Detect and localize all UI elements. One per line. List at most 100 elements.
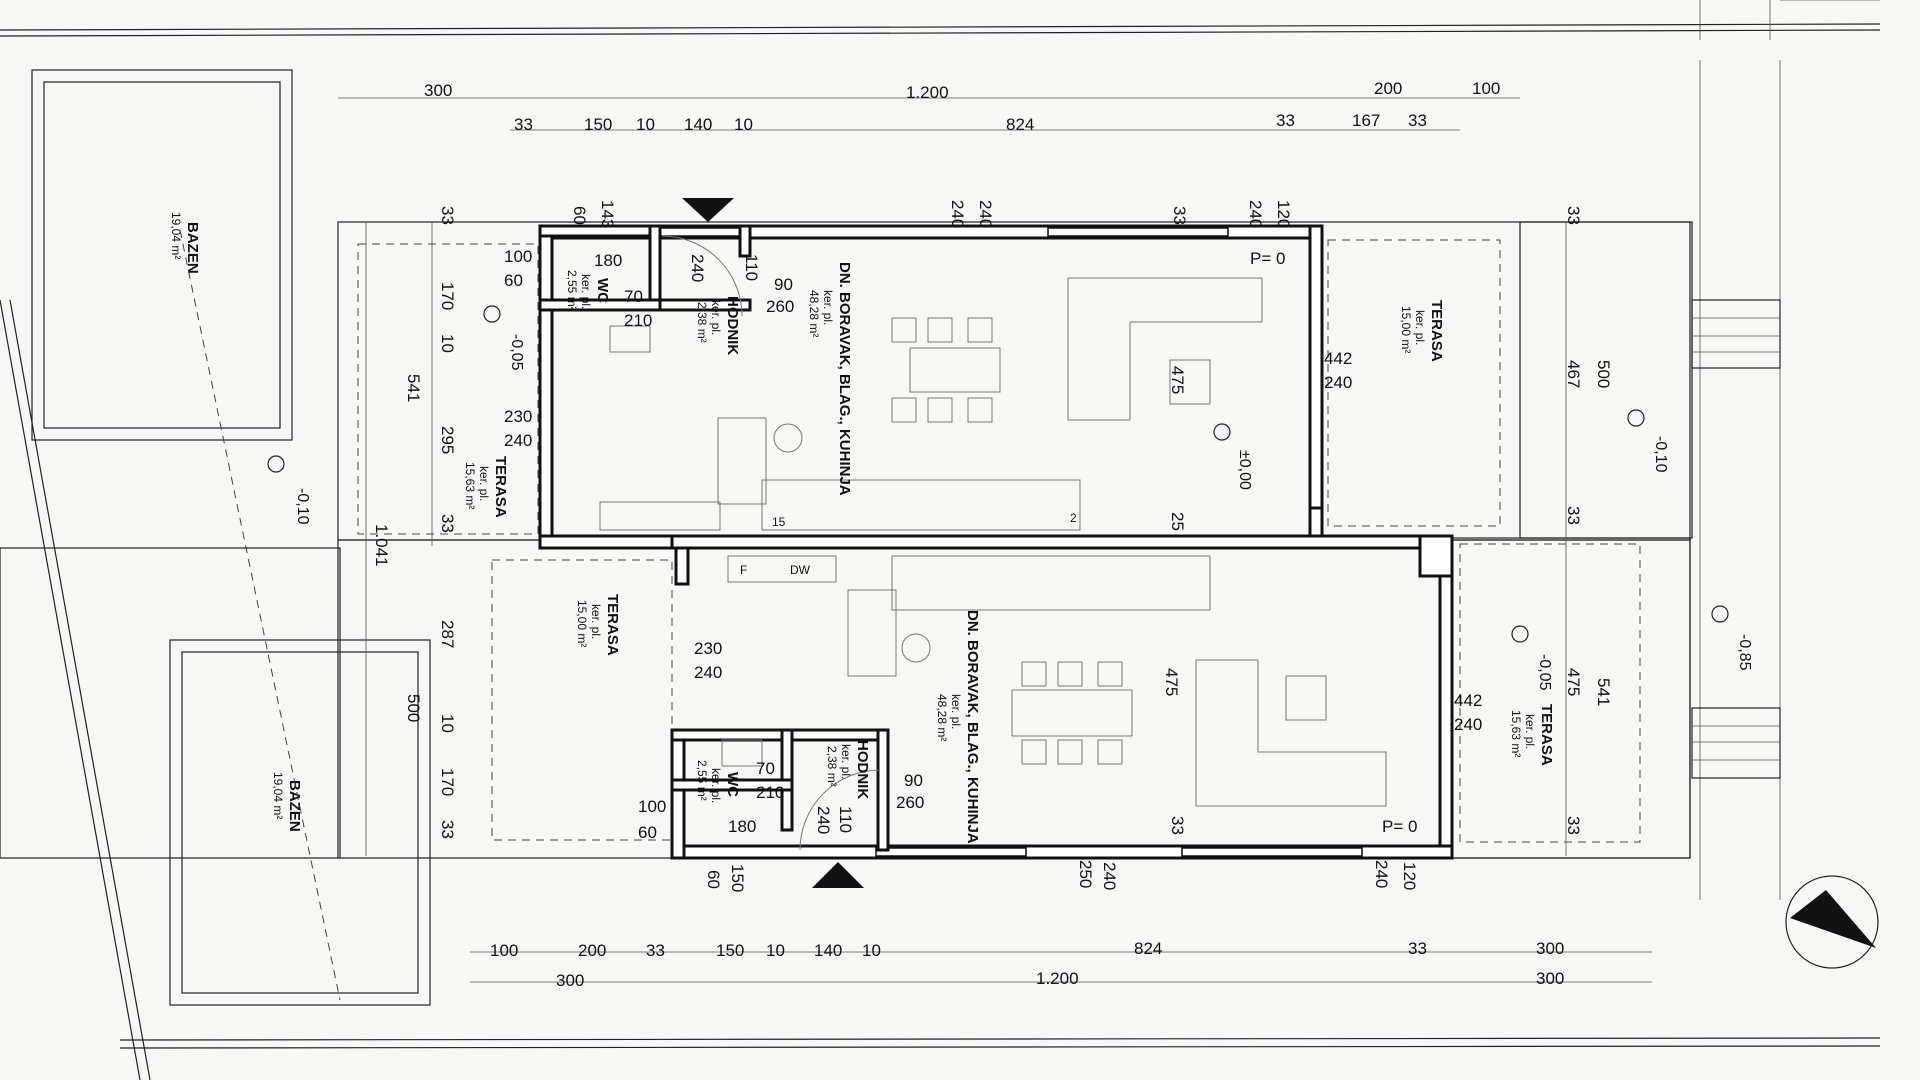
dim-upper-stair: 25 — [1168, 512, 1187, 531]
dim-top-r2: 33 — [514, 115, 533, 134]
top-dimensions: 300 1.200 200 100 33 150 10 140 10 824 3… — [424, 79, 1500, 134]
dim-top-r2: 10 — [636, 115, 655, 134]
level-upper-terrace: -0,05 — [508, 334, 525, 371]
upper-terrace-left-area: 15,63 m² — [463, 462, 477, 509]
right-stairs — [1691, 299, 1781, 779]
dim-bottom-r1: 200 — [578, 941, 606, 960]
dim-upper-wc: 90 — [774, 275, 793, 294]
dim-lower-int: 240 — [694, 663, 722, 682]
upper-wc-area: 2,55 m² — [565, 270, 579, 311]
dim-lower-int: 240 — [1454, 715, 1482, 734]
dim-upper-left: 33 — [438, 514, 457, 533]
dim-bottom-r1: 300 — [1536, 939, 1564, 958]
dim-lower-left: 500 — [404, 694, 423, 722]
dim-lower-wc: 180 — [728, 817, 756, 836]
dim-upper-right: 33 — [1564, 506, 1583, 525]
dim-lower-wc: 90 — [904, 771, 923, 790]
dim-upper-left: 295 — [438, 426, 457, 454]
dim-lower-right: 475 — [1564, 668, 1583, 696]
dim-bottom-r2: 300 — [556, 971, 584, 990]
level-marker-icon — [1511, 625, 1529, 643]
dimension-lines — [338, 97, 1652, 983]
dim-lower-bottom: 240 — [1100, 862, 1119, 890]
upper-living-area: 48,28 m² — [807, 290, 821, 337]
upper-hall-name: HODNIK — [724, 296, 741, 355]
dim-lower-bottom: 150 — [728, 864, 747, 892]
dim-upper-top: 240 — [976, 200, 995, 228]
dim-lower-p: P= 0 — [1382, 817, 1417, 836]
lower-terrace-left-area: 15,00 m² — [575, 600, 589, 647]
pool-bottom-area: 19,04 m² — [271, 772, 285, 819]
level-marker-icon — [1213, 423, 1231, 441]
dim-upper-top: 143 — [598, 200, 617, 228]
dim-upper-right: 33 — [1564, 206, 1583, 225]
dim-upper-wc: 70 — [624, 287, 643, 306]
dim-top-r2: 10 — [734, 115, 753, 134]
dim-bottom-r1: 824 — [1134, 939, 1162, 958]
dim-bottom-r1: 140 — [814, 941, 842, 960]
dim-lower-wc: 70 — [756, 759, 775, 778]
dim-upper-right: 467 — [1564, 360, 1583, 388]
dim-top-r2: 33 — [1276, 111, 1295, 130]
level-marker-icon — [1711, 605, 1729, 623]
level-lower-terrace: -0,05 — [1536, 654, 1553, 691]
lower-hall-name: HODNIK — [854, 740, 871, 799]
lower-living-name: DN. BORAVAK, BLAG., KUHINJA — [964, 610, 981, 844]
level-markers: -0,10 -0,05 ±0,00 -0,10 -0,05 -0,85 — [267, 305, 1753, 691]
dim-upper-wc: 110 — [742, 254, 761, 281]
dim-upper-wc: 100 — [504, 247, 532, 266]
bottom-dimensions: 100 200 33 150 10 140 10 824 33 300 300 … — [490, 939, 1564, 990]
lower-furniture: DN. BORAVAK, BLAG., KUHINJA ker. pl. 48,… — [727, 555, 1387, 844]
dim-upper-left: 541 — [404, 374, 423, 402]
terrace-labels: TERASA ker. pl. 15,63 m² TERASA ker. pl.… — [463, 300, 1555, 766]
dim-lower-int: 442 — [1454, 691, 1482, 710]
lower-wc-floor: ker. pl. — [709, 768, 723, 803]
dim-top-r2: 140 — [684, 115, 712, 134]
level-right-stair: -0,85 — [1736, 634, 1753, 671]
dim-top-r1: 200 — [1374, 79, 1402, 98]
pool-top-area: 19,04 m² — [169, 212, 183, 259]
level-marker-icon — [483, 305, 501, 323]
dim-lower-bottom: 60 — [704, 870, 723, 889]
dim-upper-int: 230 — [504, 407, 532, 426]
dim-lower-int: 230 — [694, 639, 722, 658]
dim-upper-int: 475 — [1168, 366, 1187, 394]
pool-axis-line — [179, 229, 341, 1001]
dim-lower-wc: 240 — [814, 806, 833, 834]
dim-lower-left: 10 — [438, 714, 457, 733]
dim-lower-left: 33 — [438, 820, 457, 839]
dim-upper-top: 120 — [1274, 200, 1293, 228]
dim-top-r1: 300 — [424, 81, 452, 100]
dim-top-r2: 150 — [584, 115, 612, 134]
pool-top: BAZEN 19,04 m² — [31, 69, 293, 441]
dim-lower-right: 541 — [1594, 678, 1613, 706]
dim-bottom-r1: 33 — [646, 941, 665, 960]
north-arrow-icon — [1785, 875, 1879, 969]
dim-bottom-r1: 33 — [1408, 939, 1427, 958]
upper-terrace-left-floor: ker. pl. — [477, 466, 491, 501]
dim-lower-wc: 60 — [638, 823, 657, 842]
upper-furniture: DN. BORAVAK, BLAG., KUHINJA ker. pl. 48,… — [599, 262, 1263, 531]
dim-lower-bottom: 120 — [1400, 862, 1419, 890]
dim-upper-int: 240 — [1324, 373, 1352, 392]
dim-bottom-r1: 10 — [862, 941, 881, 960]
upper-living-name: DN. BORAVAK, BLAG., KUHINJA — [836, 262, 853, 496]
dim-lower-wc: 100 — [638, 797, 666, 816]
lower-terrace-left-name: TERASA — [604, 594, 621, 656]
dim-lower-int: 475 — [1162, 668, 1181, 696]
dim-lower-left: 1.041 — [372, 524, 391, 567]
dim-top-r2: 33 — [1408, 111, 1427, 130]
lower-dishwasher-label: DW — [790, 563, 811, 577]
level-marker-icon — [267, 455, 285, 473]
dim-bottom-r2: 300 — [1536, 969, 1564, 988]
dim-lower-bottom: 240 — [1372, 860, 1391, 888]
upper-hall-area: 2,38 m² — [695, 302, 709, 343]
dim-top-r1: 1.200 — [906, 83, 949, 102]
lower-fridge-label: F — [740, 563, 747, 577]
upper-unit-dimensions: 60 143 240 240 33 240 120 33 170 10 541 … — [404, 200, 1613, 533]
dim-lower-left: 287 — [438, 620, 457, 648]
upper-wc-floor: ker. pl. — [579, 274, 593, 309]
dim-lower-left: 170 — [438, 768, 457, 796]
lower-terrace-left-floor: ker. pl. — [589, 604, 603, 639]
